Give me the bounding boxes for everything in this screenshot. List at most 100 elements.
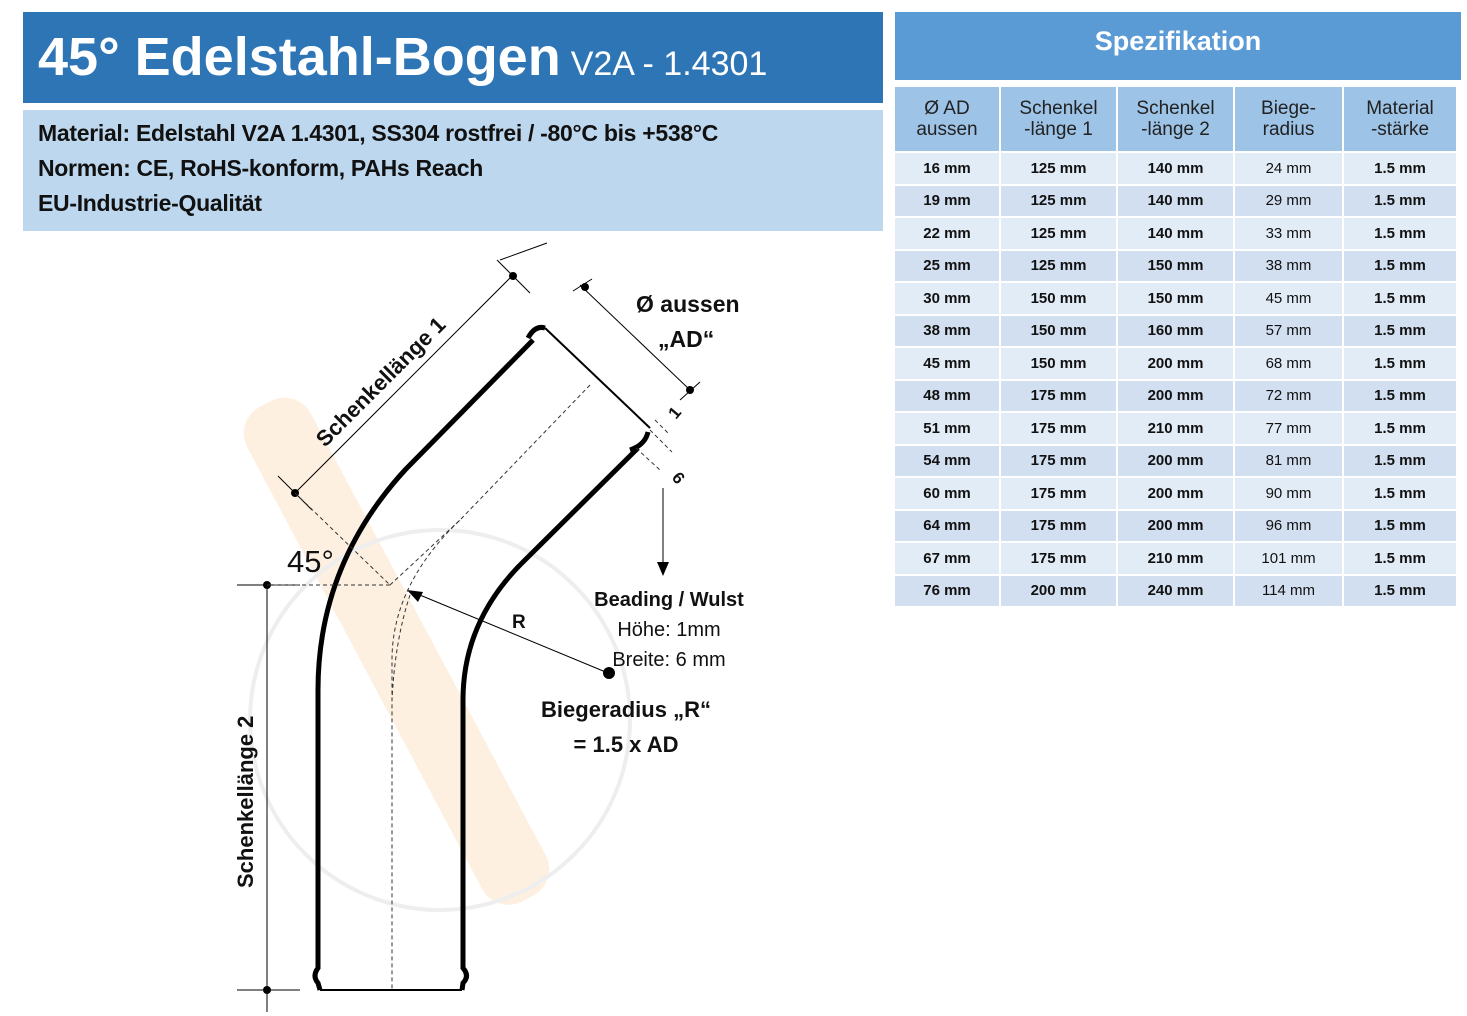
- material-info: Material: Edelstahl V2A 1.4301, SS304 ro…: [23, 110, 883, 231]
- table-cell: 1.5 mm: [1344, 413, 1456, 444]
- table-cell: 175 mm: [1001, 510, 1116, 541]
- bead-height-label: 1: [665, 403, 686, 422]
- table-cell: 210 mm: [1118, 413, 1233, 444]
- table-cell: 38 mm: [895, 315, 999, 346]
- column-header-line: Biege-: [1261, 98, 1316, 119]
- table-cell: 140 mm: [1118, 218, 1233, 249]
- table-cell: 150 mm: [1001, 315, 1116, 346]
- table-cell: 200 mm: [1001, 575, 1116, 606]
- table-cell: 240 mm: [1118, 575, 1233, 606]
- table-cell: 114 mm: [1235, 575, 1342, 606]
- column-header-line: Schenkel: [1136, 98, 1215, 119]
- spec-title: Spezifikation: [895, 12, 1461, 80]
- table-cell: 1.5 mm: [1344, 185, 1456, 216]
- table-cell: 19 mm: [895, 185, 999, 216]
- arrow-down-icon: [657, 562, 669, 576]
- table-cell: 25 mm: [895, 250, 999, 281]
- table-cell: 175 mm: [1001, 543, 1116, 574]
- table-cell: 125 mm: [1001, 153, 1116, 184]
- table-cell: 125 mm: [1001, 218, 1116, 249]
- table-cell: 125 mm: [1001, 250, 1116, 281]
- table-cell: 140 mm: [1118, 153, 1233, 184]
- table-cell: 1.5 mm: [1344, 543, 1456, 574]
- table-cell: 150 mm: [1001, 348, 1116, 379]
- table-cell: 60 mm: [895, 478, 999, 509]
- table-cell: 175 mm: [1001, 445, 1116, 476]
- table-cell: 200 mm: [1118, 380, 1233, 411]
- table-cell: 54 mm: [895, 445, 999, 476]
- table-cell: 1.5 mm: [1344, 575, 1456, 606]
- table-cell: 1.5 mm: [1344, 283, 1456, 314]
- leg1-label: Schenkellänge 1: [311, 312, 451, 452]
- table-cell: 29 mm: [1235, 185, 1342, 216]
- table-cell: 175 mm: [1001, 413, 1116, 444]
- table-cell: 1.5 mm: [1344, 478, 1456, 509]
- table-cell: 38 mm: [1235, 250, 1342, 281]
- arrow-radius-icon: [407, 590, 423, 602]
- table-cell: 1.5 mm: [1344, 348, 1456, 379]
- leg2-label: Schenkellänge 2: [233, 716, 258, 888]
- table-cell: 175 mm: [1001, 380, 1116, 411]
- column-header-line: aussen: [916, 119, 978, 140]
- beading-height: Höhe: 1mm: [617, 619, 720, 641]
- table-cell: 175 mm: [1001, 478, 1116, 509]
- table-cell: 150 mm: [1118, 283, 1233, 314]
- table-cell: 30 mm: [895, 283, 999, 314]
- table-cell: 51 mm: [895, 413, 999, 444]
- column-header-line: -länge 2: [1141, 119, 1210, 140]
- table-cell: 45 mm: [1235, 283, 1342, 314]
- column-header: Schenkel-länge 2: [1118, 87, 1233, 151]
- table-cell: 96 mm: [1235, 510, 1342, 541]
- beading-width: Breite: 6 mm: [612, 649, 725, 671]
- title-subtitle: V2A - 1.4301: [570, 45, 768, 83]
- table-cell: 200 mm: [1118, 445, 1233, 476]
- table-cell: 200 mm: [1118, 510, 1233, 541]
- radius-label: R: [512, 612, 526, 633]
- table-cell: 1.5 mm: [1344, 218, 1456, 249]
- column-header: Material-stärke: [1344, 87, 1456, 151]
- pipe-ends: [320, 327, 651, 991]
- table-cell: 160 mm: [1118, 315, 1233, 346]
- table-cell: 101 mm: [1235, 543, 1342, 574]
- info-norms: Normen: CE, RoHS-konform, PAHs Reach: [38, 155, 484, 181]
- table-cell: 1.5 mm: [1344, 445, 1456, 476]
- bead-width-label: 6: [668, 468, 689, 487]
- table-cell: 1.5 mm: [1344, 250, 1456, 281]
- pipe-outline: [312, 325, 651, 991]
- table-cell: 140 mm: [1118, 185, 1233, 216]
- table-cell: 1.5 mm: [1344, 153, 1456, 184]
- table-cell: 22 mm: [895, 218, 999, 249]
- table-cell: 150 mm: [1118, 250, 1233, 281]
- column-header-line: Material: [1366, 98, 1434, 119]
- column-header-line: Ø AD: [924, 98, 970, 119]
- column-header-line: Schenkel: [1019, 98, 1098, 119]
- table-cell: 1.5 mm: [1344, 510, 1456, 541]
- table-cell: 200 mm: [1118, 348, 1233, 379]
- column-header: Biege-radius: [1235, 87, 1342, 151]
- bend-radius-formula: = 1.5 x AD: [574, 732, 679, 757]
- angle-label: 45°: [287, 544, 334, 579]
- bend-radius-title: Biegeradius „R“: [541, 697, 711, 722]
- beading-title: Beading / Wulst: [594, 589, 744, 611]
- table-cell: 90 mm: [1235, 478, 1342, 509]
- table-cell: 64 mm: [895, 510, 999, 541]
- table-cell: 77 mm: [1235, 413, 1342, 444]
- column-header-line: -stärke: [1370, 119, 1430, 140]
- table-cell: 125 mm: [1001, 185, 1116, 216]
- watermark-ring: [248, 528, 632, 912]
- table-cell: 200 mm: [1118, 478, 1233, 509]
- table-cell: 24 mm: [1235, 153, 1342, 184]
- center-lines: [267, 384, 673, 990]
- info-quality: EU-Industrie-Qualität: [38, 190, 262, 216]
